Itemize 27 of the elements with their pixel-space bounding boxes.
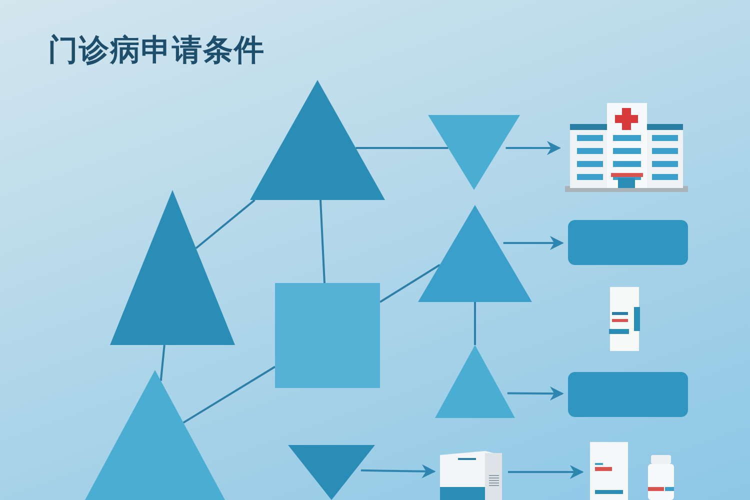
triangle <box>435 345 515 418</box>
connector-line <box>182 366 276 424</box>
rounded-box <box>568 220 688 265</box>
pill-bottle-drawing <box>648 455 674 500</box>
triangle <box>110 190 235 345</box>
connector-line <box>356 147 448 149</box>
square <box>275 283 380 388</box>
triangle <box>418 205 532 302</box>
hospital-drawing <box>565 100 688 192</box>
arrow <box>503 236 564 250</box>
triangle <box>85 370 225 500</box>
connector-line <box>320 200 326 284</box>
medicine-pack-drawing <box>608 285 641 353</box>
medicine-bag-drawing <box>588 442 630 500</box>
inverted-triangle <box>288 445 375 500</box>
arrow <box>360 464 436 478</box>
connector-line <box>195 199 256 250</box>
connector-line <box>379 264 440 303</box>
arrow <box>507 386 564 400</box>
connector-line <box>160 344 166 381</box>
title: 门诊病申请条件 <box>48 32 265 70</box>
connector-line <box>474 302 476 345</box>
triangle <box>250 80 385 200</box>
inverted-triangle <box>428 115 520 190</box>
rounded-box <box>568 372 688 417</box>
arrow <box>508 465 584 479</box>
arrow <box>506 141 561 155</box>
